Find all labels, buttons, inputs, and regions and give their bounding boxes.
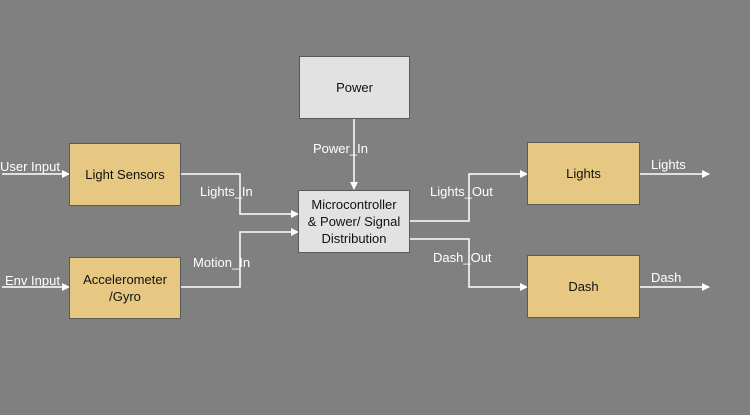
light-sensors-label: Light Sensors	[85, 167, 165, 182]
lights-out-arrow	[410, 170, 528, 222]
power-block: Power	[299, 56, 410, 119]
dash-ext-label: Dash	[651, 270, 682, 285]
lights-in-label: Lights_In	[200, 184, 253, 199]
user-input-label: User Input	[0, 159, 60, 174]
env-input-label: Env Input	[5, 273, 60, 288]
accelerometer-label: Accelerometer /Gyro	[83, 272, 167, 304]
mcu-block: Microcontroller & Power/ Signal Distribu…	[298, 190, 410, 253]
dash-out-label: Dash_Out	[433, 250, 492, 265]
light-sensors-block: Light Sensors	[69, 143, 181, 206]
power-in-label: Power_In	[313, 141, 368, 156]
power-label: Power	[336, 80, 373, 95]
dash-label: Dash	[568, 279, 599, 294]
dash-out-arrow	[410, 238, 528, 291]
motion-in-label: Motion_In	[193, 255, 251, 270]
accelerometer-block: Accelerometer /Gyro	[69, 257, 181, 319]
dash-block: Dash	[527, 255, 640, 318]
motion-in-arrow	[181, 228, 299, 288]
lights-out-label: Lights_Out	[430, 184, 493, 199]
lights-ext-label: Lights	[651, 157, 686, 172]
mcu-label: Microcontroller & Power/ Signal Distribu…	[307, 197, 401, 246]
lights-block: Lights	[527, 142, 640, 205]
lights-in-arrow	[181, 173, 299, 218]
lights-label: Lights	[566, 166, 601, 181]
